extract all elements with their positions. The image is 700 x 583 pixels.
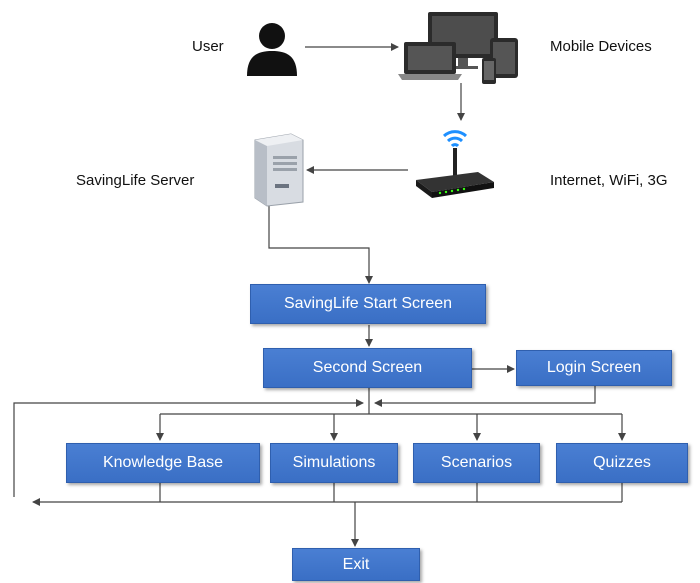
scenarios-box[interactable]: Scenarios — [413, 443, 540, 483]
user-label: User — [192, 38, 224, 55]
arrow-loop-to-hub — [13, 399, 364, 497]
second-screen-box[interactable]: Second Screen — [263, 348, 472, 388]
arrow-server-to-start — [268, 205, 373, 284]
login-screen-box[interactable]: Login Screen — [516, 350, 672, 386]
knowledge-base-box[interactable]: Knowledge Base — [66, 443, 260, 483]
quizzes-box[interactable]: Quizzes — [556, 443, 688, 483]
arrow-login-to-hub — [374, 385, 596, 407]
user-icon — [247, 23, 297, 76]
internet-label: Internet, WiFi, 3G — [550, 172, 668, 189]
simulations-box[interactable]: Simulations — [270, 443, 398, 483]
server-icon — [254, 133, 304, 207]
exit-box[interactable]: Exit — [292, 548, 420, 581]
server-label: SavingLife Server — [76, 172, 195, 189]
wifi-router-icon — [416, 130, 494, 198]
mobile-devices-icon — [398, 12, 518, 84]
start-screen-box[interactable]: SavingLife Start Screen — [250, 284, 486, 324]
mobile-devices-label: Mobile Devices — [550, 38, 652, 55]
